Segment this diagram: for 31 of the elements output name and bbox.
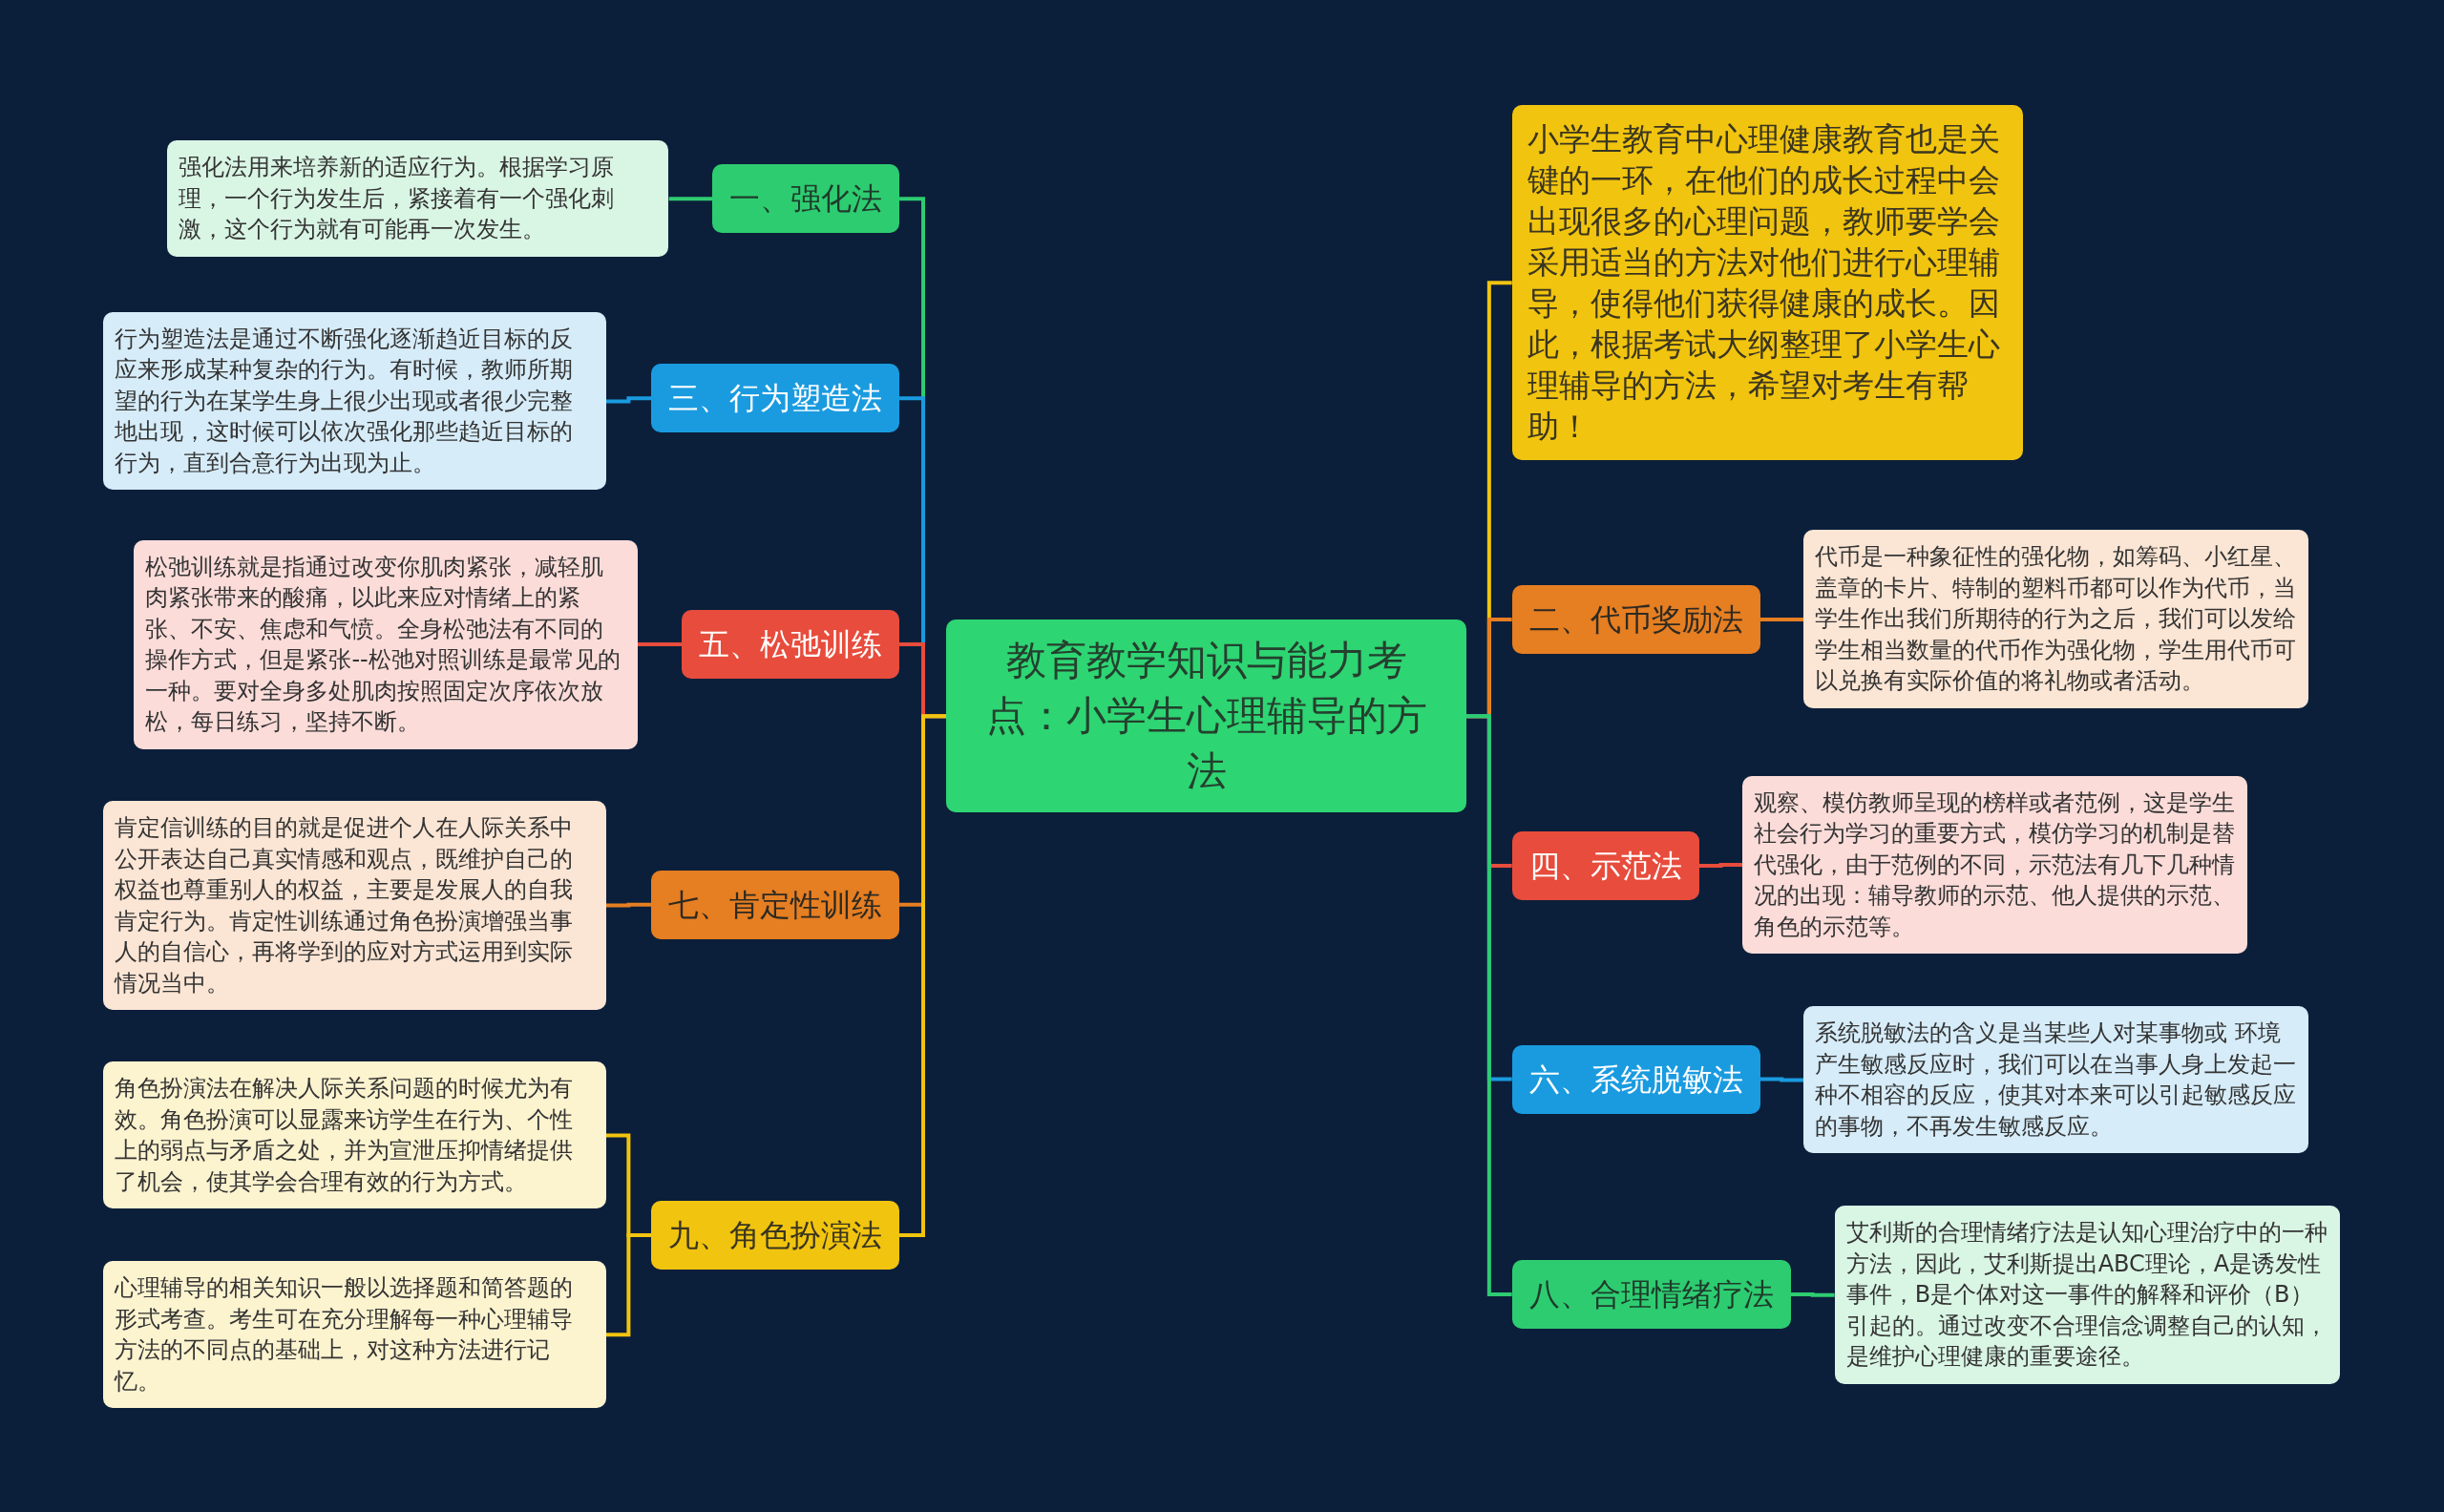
note-box: 行为塑造法是通过不断强化逐渐趋近目标的反应来形成某种复杂的行为。有时候，教师所期望的行为在某学生身上很少出现或者很少完整地出现，这时候可以依次强化那些趋近目标的行为，直到合意行为出现为止。 <box>102 311 607 491</box>
connector-line <box>668 197 713 201</box>
branch-topic-box: 七、肯定性训练 <box>651 870 900 939</box>
connector-line <box>899 714 946 1237</box>
connector-line <box>605 396 652 404</box>
note-box: 松弛训练就是指通过改变你肌肉紧张，减轻肌肉紧张带来的酸痛，以此来应对情绪上的紧张、不安、焦虑和气愤。全身松弛法有不同的操作方式，但是紧张--松弛对照训练是最常见的一种。要对全身多处肌肉按照固定次序依次放松，每日练习，坚持不断。 <box>134 539 638 749</box>
connector-line <box>1759 618 1803 621</box>
branch-topic-box: 四、示范法 <box>1511 830 1699 900</box>
note-box: 代币是一种象征性的强化物，如筹码、小红星、盖章的卡片、特制的塑料币都可以作为代币，当学生作出我们所期待的行为之后，我们可以发给学生相当数量的代币作为强化物，学生用代币可以兑换有实际价值的将礼物或者活动。 <box>1802 530 2308 708</box>
note-box: 角色扮演法在解决人际关系问题的时候尤为有效。角色扮演可以显露来访学生在行为、个性上的弱点与矛盾之处，并为宣泄压抑情绪提供了机会，使其学会合理有效的行为方式。 <box>102 1061 607 1209</box>
branch-topic-box: 六、系统脱敏法 <box>1511 1044 1760 1114</box>
connector-line <box>605 902 652 908</box>
note-box: 艾利斯的合理情绪疗法是认知心理治疗中的一种方法，因此，艾利斯提出ABC理论，A是诱发性事件，B是个体对这一事件的解释和评价（B）引起的。通过改变不合理信念调整自己的认知，是维护心理健康的重要途径。 <box>1834 1206 2340 1384</box>
note-box: 肯定信训练的目的就是促进个人在人际关系中公开表达自己真实情感和观点，既维护自己的权益也尊重别人的权益，主要是发展人的自我肯定行为。肯定性训练通过角色扮演增强当事人的自信心，再将学到的应对方式运用到实际情况当中。 <box>102 801 607 1011</box>
branch-topic-box: 五、松弛训练 <box>682 610 900 680</box>
note-box: 心理辅导的相关知识一般以选择题和简答题的形式考查。考生可在充分理解每一种心理辅导方法的不同点的基础上，对这种方法进行记忆。 <box>102 1261 607 1409</box>
connector-line <box>1698 863 1743 868</box>
branch-topic-box: 九、角色扮演法 <box>651 1200 900 1270</box>
connector-line <box>1790 1292 1835 1297</box>
central-topic-box: 教育教学知识与能力考点：小学生心理辅导的方法 <box>946 620 1467 813</box>
connector-line <box>1759 1077 1803 1082</box>
note-box: 系统脱敏法的含义是当某些人对某事物或 环境产生敏感反应时，我们可以在当事人身上发起一种不相容的反应，使其对本来可以引起敏感反应的事物，不再发生敏感反应。 <box>1802 1006 2308 1154</box>
intro-note-box: 小学生教育中心理健康教育也是关键的一环，在他们的成长过程中会出现很多的心理问题，教师要学会采用适当的方法对他们进行心理辅导，使得他们获得健康的成长。因此，根据考试大纲整理了小学生心理辅导的方法，希望对考生有帮助！ <box>1511 105 2024 461</box>
branch-topic-box: 三、行为塑造法 <box>651 364 900 433</box>
note-box: 强化法用来培养新的适应行为。根据学习原理，一个行为发生后，紧接着有一个强化刺激，这个行为就有可能再一次发生。 <box>166 140 669 257</box>
connector-line <box>605 1232 652 1337</box>
note-box: 观察、模仿教师呈现的榜样或者范例，这是学生社会行为学习的重要方式，模仿学习的机制是替代强化，由于范例的不同，示范法有几下几种情况的出现：辅导教师的示范、他人提供的示范、角色的示范等。 <box>1742 775 2248 955</box>
branch-topic-box: 一、强化法 <box>712 164 900 234</box>
branch-topic-box: 八、合理情绪疗法 <box>1511 1259 1791 1329</box>
branch-topic-box: 二、代币奖励法 <box>1511 584 1760 654</box>
connector-line <box>637 642 683 647</box>
